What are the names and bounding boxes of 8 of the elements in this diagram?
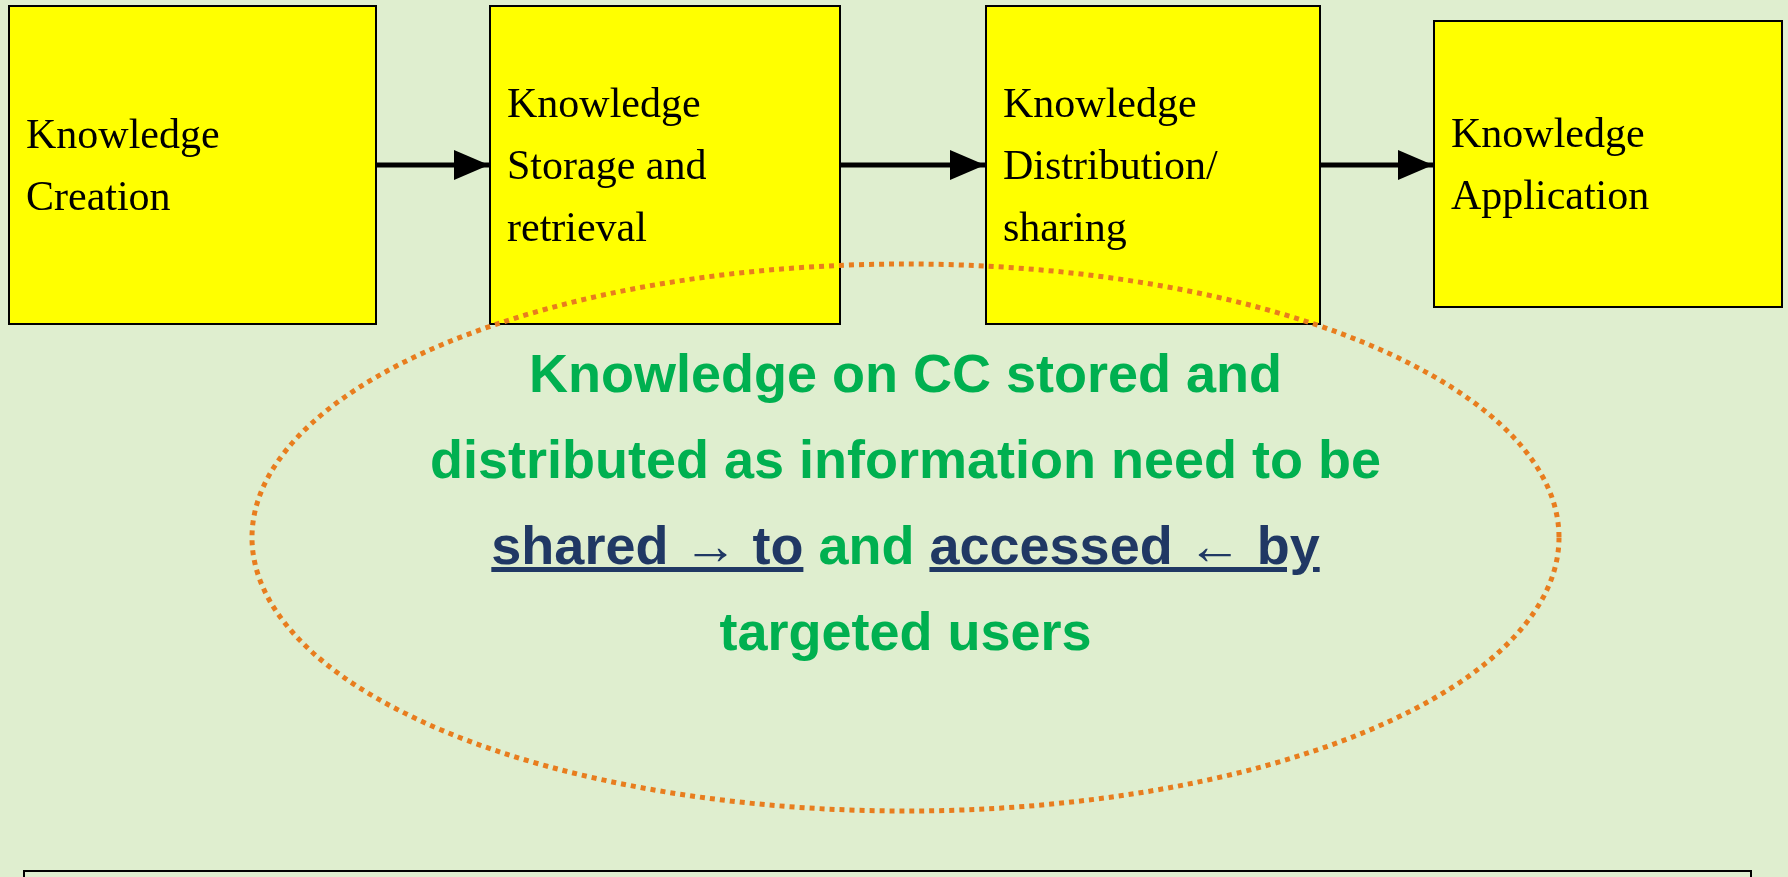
process-box: Knowledge Application (1433, 20, 1783, 308)
ellipse-text: Knowledge on CC stored and distributed as information need to be shared → to and accessed ← by targeted users (428, 342, 1383, 663)
arrow (1321, 150, 1433, 180)
arrow (377, 150, 489, 180)
process-box: Knowledge Distribution/ sharing (985, 5, 1321, 325)
process-box: Knowledge Creation (8, 5, 377, 325)
arrow (841, 150, 985, 180)
process-box: Knowledge Storage and retrieval (489, 5, 841, 325)
